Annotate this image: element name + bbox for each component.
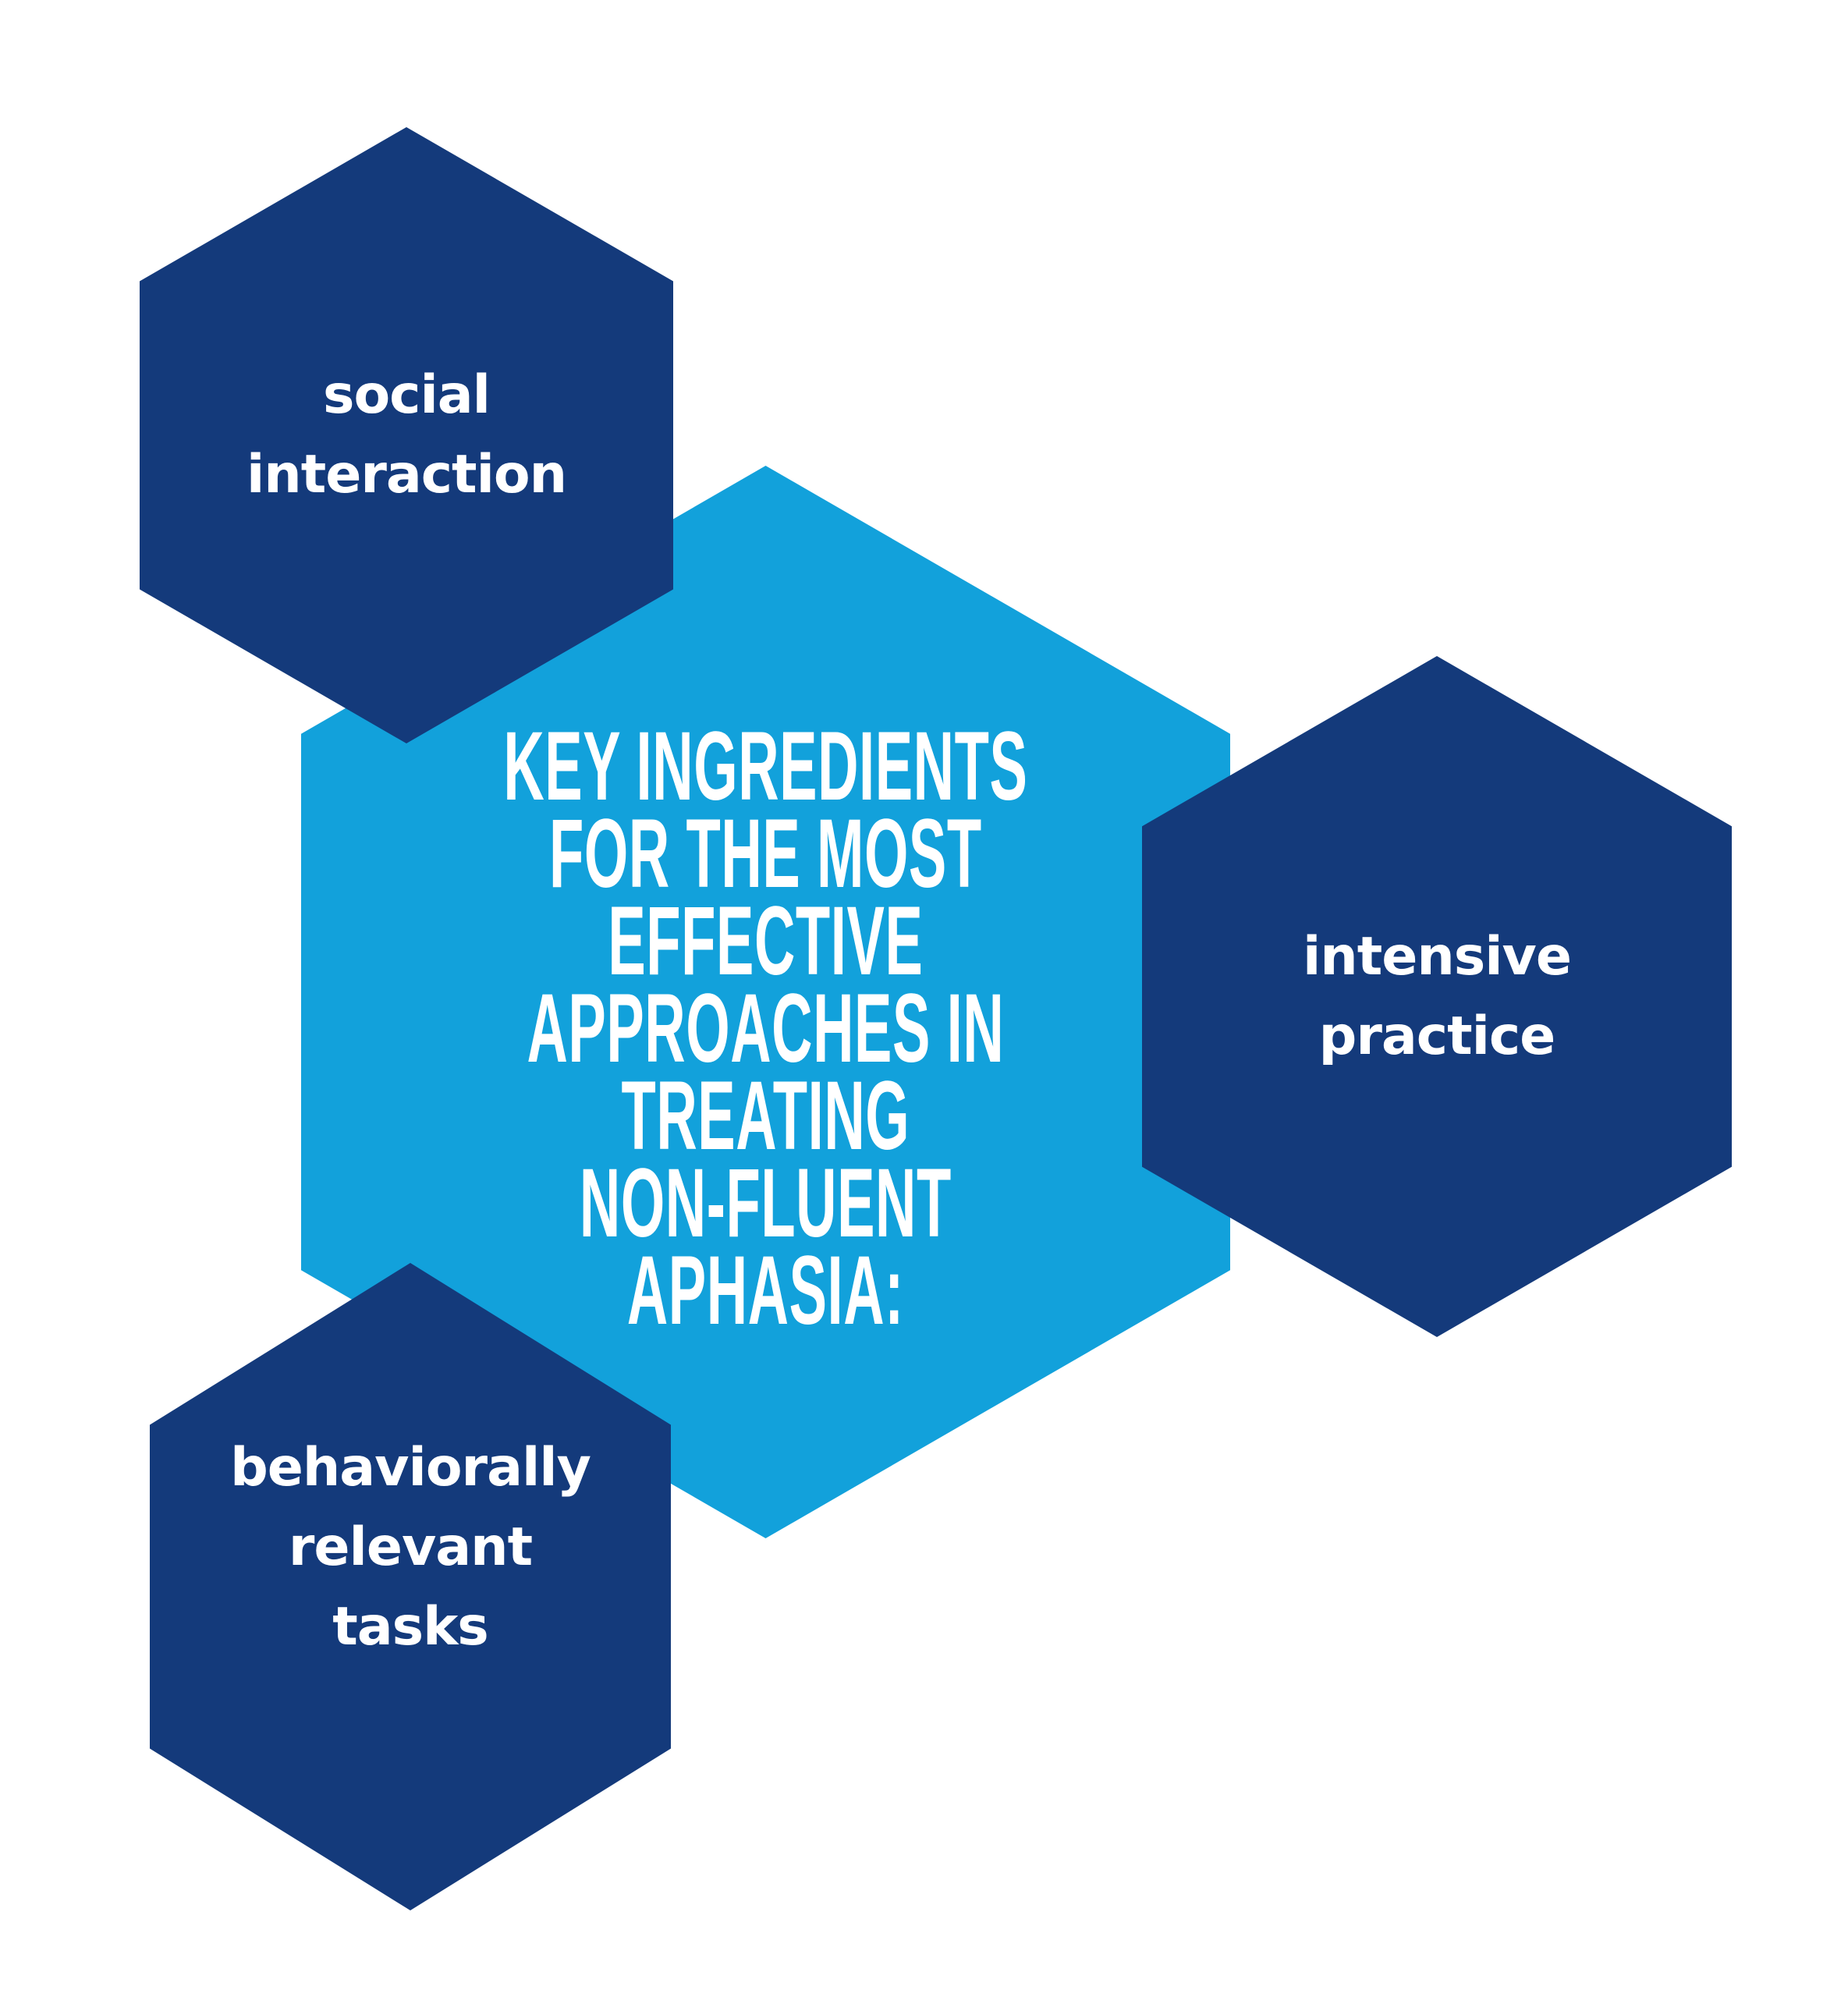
social-interaction-label: social interaction <box>246 364 567 505</box>
behaviorally-relevant-tasks-label: behaviorally relevant tasks <box>230 1437 591 1658</box>
infographic-title: KEY INGREDIENTS FOR THE MOST EFFECTIVE A… <box>503 711 1028 1345</box>
intensive-practice-label: intensive practice <box>1303 925 1572 1067</box>
hexagon-intensive-practice: intensive practice <box>1142 656 1732 1337</box>
